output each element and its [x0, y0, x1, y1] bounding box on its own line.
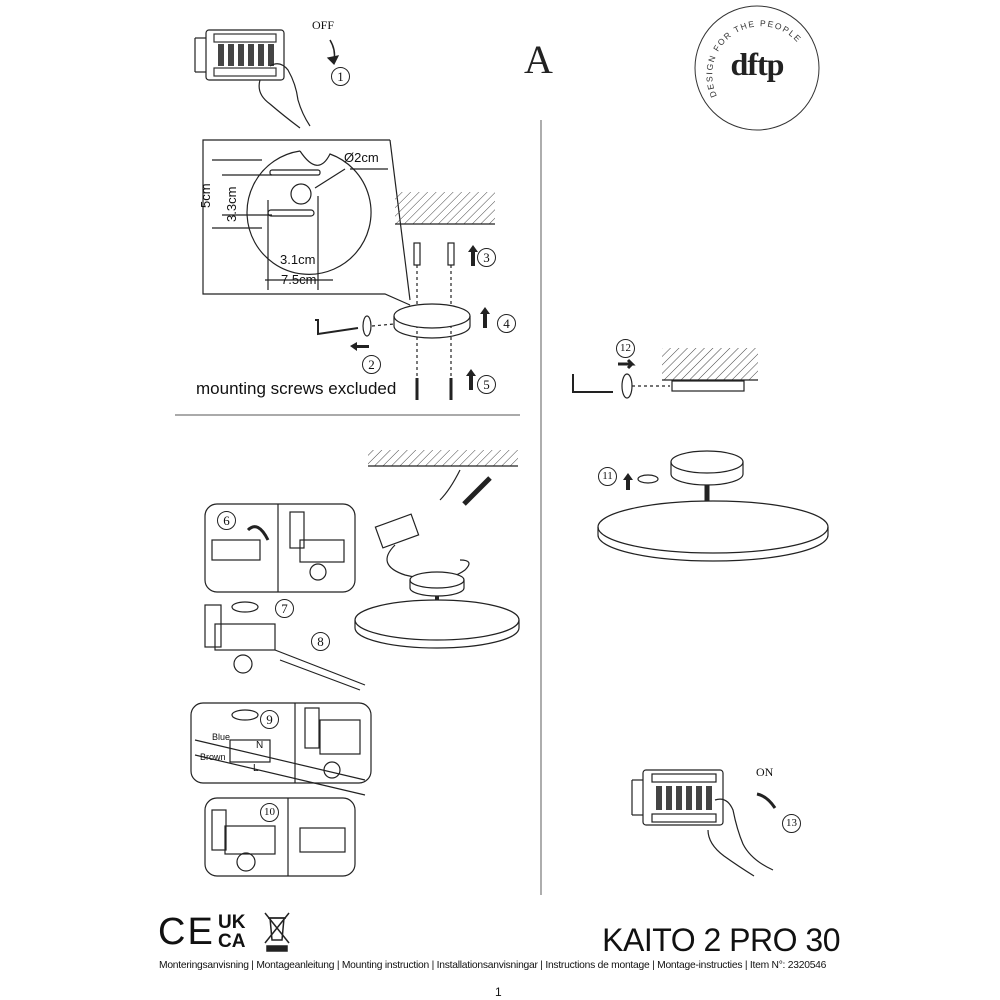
- diameter-label: Ø2cm: [344, 150, 379, 165]
- on-label: ON: [756, 765, 774, 779]
- step-12: 12: [616, 339, 635, 358]
- panel-step-9: [190, 702, 372, 784]
- mounted-fixture: [597, 450, 829, 562]
- breaker-panel-on: [631, 769, 777, 877]
- step-6: 6: [217, 511, 236, 530]
- dimension-5cm: 5cm: [198, 183, 213, 208]
- connection-fixture: [354, 469, 520, 649]
- ce-mark: CE: [158, 911, 215, 953]
- panel-step-10: [204, 797, 356, 877]
- mounted-plate-side: [671, 380, 745, 392]
- panel-step-6: [204, 503, 356, 593]
- ukca-mark: UK CA: [218, 913, 245, 951]
- mounting-template-detail: [202, 139, 411, 306]
- mounting-plate: [393, 303, 471, 339]
- ukca-bottom: CA: [218, 931, 246, 952]
- step-13: 13: [782, 814, 801, 833]
- allen-key: [315, 315, 395, 337]
- step-4: 4: [497, 314, 516, 333]
- footer-subtitle: Monteringsanvisning | Montageanleitung |…: [159, 960, 827, 971]
- arrows-top: [350, 245, 490, 390]
- dimension-7-5cm: 7.5cm: [281, 272, 317, 287]
- step-8: 8: [311, 632, 330, 651]
- dimension-3-1cm: 3.1cm: [280, 252, 316, 267]
- wall-plugs: [413, 242, 455, 400]
- wire-label-l: L: [253, 763, 259, 774]
- section-letter: A: [524, 37, 553, 82]
- step-5: 5: [477, 375, 496, 394]
- product-name: KAITO 2 PRO 30: [602, 922, 840, 958]
- step-11: 11: [598, 467, 617, 486]
- wire-label-blue: Blue: [212, 732, 231, 742]
- step-9: 9: [260, 710, 279, 729]
- ukca-top: UK: [218, 912, 246, 933]
- off-label: OFF: [312, 18, 335, 32]
- dimension-3-3cm: 3.3cm: [224, 186, 239, 222]
- wire-label-brown: Brown: [200, 752, 226, 762]
- mounting-screws-note: mounting screws excluded: [196, 379, 397, 398]
- step-1: 1: [331, 67, 350, 86]
- wire-label-n: N: [256, 740, 264, 751]
- logo-ring: [694, 5, 820, 131]
- page-number: 1: [495, 985, 502, 999]
- step-7: 7: [275, 599, 294, 618]
- breaker-panel-off: [194, 29, 340, 129]
- ceiling-hatch: [395, 192, 495, 224]
- logo: DESIGN FOR THE PEOPLE dftp: [695, 6, 819, 130]
- step-2: 2: [362, 355, 381, 374]
- terminal-drawings: [194, 511, 366, 872]
- step-3: 3: [477, 248, 496, 267]
- logo-wordmark: dftp: [730, 46, 785, 82]
- weee-bin-icon: [264, 912, 290, 952]
- step-10: 10: [260, 803, 279, 822]
